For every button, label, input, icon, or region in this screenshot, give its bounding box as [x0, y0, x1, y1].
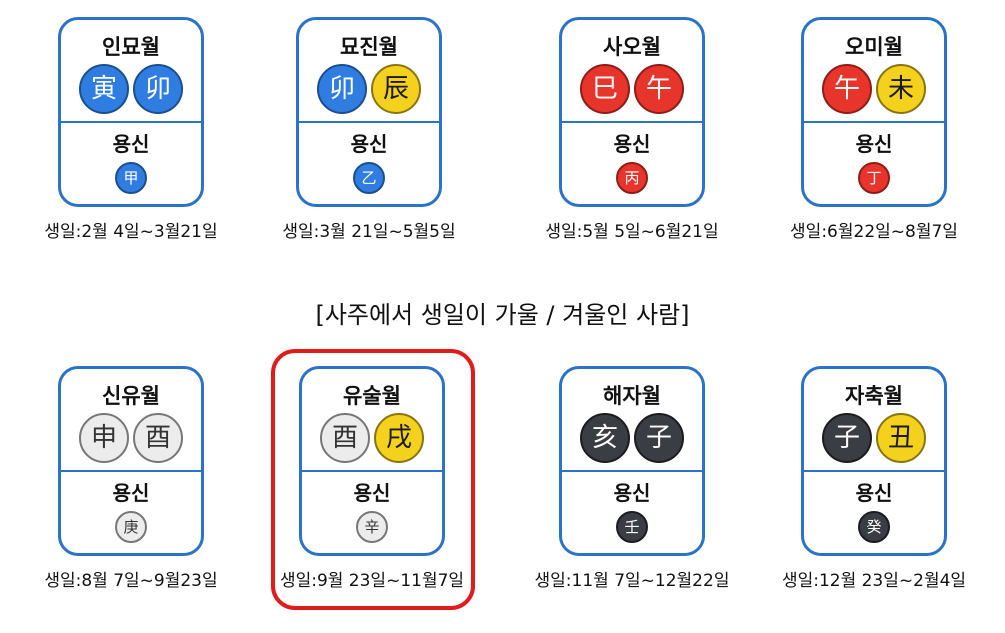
yongsin-char-circle: 乙 — [353, 162, 385, 194]
month-card-jachuk: 자축월 子 丑 용신 癸 — [801, 366, 947, 556]
yongsin-char-circle: 丁 — [858, 162, 890, 194]
branch-char-circle: 未 — [876, 64, 926, 114]
yongsin-label: 용신 — [353, 481, 391, 505]
branch-chars: 卯 辰 — [299, 64, 439, 114]
branch-char-circle: 戌 — [374, 413, 424, 463]
month-card-sao: 사오월 巳 午 용신 丙 — [559, 17, 705, 207]
month-card-myojin: 묘진월 卯 辰 용신 乙 — [296, 17, 442, 207]
highlight-frame — [271, 349, 475, 610]
branch-char-circle: 午 — [634, 64, 684, 114]
branch-char-circle: 巳 — [580, 64, 630, 114]
card-title: 오미월 — [845, 35, 903, 59]
yongsin-label: 용신 — [613, 481, 651, 505]
section-heading: [사주에서 생일이 가울 / 겨울인 사람] — [315, 301, 690, 329]
card-title: 신유월 — [102, 384, 160, 408]
branch-char-circle: 酉 — [133, 413, 183, 463]
card-title: 유술월 — [343, 384, 401, 408]
birth-range-label: 생일:9월 23일~11월7일 — [279, 571, 465, 591]
card-divider — [302, 470, 442, 472]
yongsin-char-circle: 癸 — [858, 511, 890, 543]
yongsin-chars: 辛 — [302, 511, 442, 543]
yongsin-chars: 丙 — [562, 162, 702, 194]
card-divider — [804, 470, 944, 472]
yongsin-chars: 甲 — [61, 162, 201, 194]
branch-char-circle: 寅 — [79, 64, 129, 114]
month-card-haeja: 해자월 亥 子 용신 壬 — [559, 366, 705, 556]
birth-range-label: 생일:6월22일~8월7일 — [790, 222, 958, 242]
card-divider — [61, 470, 201, 472]
branch-char-circle: 酉 — [320, 413, 370, 463]
yongsin-label: 용신 — [613, 132, 651, 156]
branch-char-circle: 子 — [634, 413, 684, 463]
branch-char-circle: 卯 — [133, 64, 183, 114]
branch-chars: 申 酉 — [61, 413, 201, 463]
month-card-omi: 오미월 午 未 용신 丁 — [801, 17, 947, 207]
month-card-sinyu: 신유월 申 酉 용신 庚 — [58, 366, 204, 556]
card-title: 묘진월 — [340, 35, 398, 59]
branch-chars: 午 未 — [804, 64, 944, 114]
yongsin-char-circle: 壬 — [616, 511, 648, 543]
birth-range-label: 생일:8월 7일~9월23일 — [44, 571, 218, 591]
branch-char-circle: 亥 — [580, 413, 630, 463]
birth-range-label: 생일:3월 21일~5월5일 — [282, 222, 456, 242]
birth-range-label: 생일:11월 7일~12월22일 — [534, 571, 730, 591]
branch-chars: 子 丑 — [804, 413, 944, 463]
yongsin-chars: 庚 — [61, 511, 201, 543]
birth-range-label: 생일:12월 23일~2월4일 — [781, 571, 967, 591]
yongsin-char-circle: 庚 — [115, 511, 147, 543]
yongsin-label: 용신 — [112, 481, 150, 505]
birth-range-label: 생일:2월 4일~3월21일 — [44, 222, 218, 242]
branch-char-circle: 子 — [822, 413, 872, 463]
card-divider — [299, 121, 439, 123]
yongsin-chars: 丁 — [804, 162, 944, 194]
yongsin-chars: 乙 — [299, 162, 439, 194]
card-divider — [562, 121, 702, 123]
yongsin-chars: 壬 — [562, 511, 702, 543]
branch-char-circle: 丑 — [876, 413, 926, 463]
card-title: 사오월 — [603, 35, 661, 59]
yongsin-label: 용신 — [855, 132, 893, 156]
month-card-yusul: 유술월 酉 戌 용신 辛 — [299, 366, 445, 556]
branch-char-circle: 卯 — [317, 64, 367, 114]
yongsin-char-circle: 丙 — [616, 162, 648, 194]
card-divider — [61, 121, 201, 123]
branch-chars: 酉 戌 — [302, 413, 442, 463]
branch-char-circle: 午 — [822, 64, 872, 114]
card-divider — [804, 121, 944, 123]
branch-char-circle: 辰 — [371, 64, 421, 114]
yongsin-label: 용신 — [350, 132, 388, 156]
branch-char-circle: 申 — [79, 413, 129, 463]
yongsin-char-circle: 甲 — [115, 162, 147, 194]
card-title: 자축월 — [845, 384, 903, 408]
card-title: 해자월 — [603, 384, 661, 408]
birth-range-label: 생일:5월 5일~6월21일 — [545, 222, 719, 242]
branch-chars: 亥 子 — [562, 413, 702, 463]
yongsin-char-circle: 辛 — [356, 511, 388, 543]
card-title: 인묘월 — [102, 35, 160, 59]
card-divider — [562, 470, 702, 472]
branch-chars: 巳 午 — [562, 64, 702, 114]
branch-chars: 寅 卯 — [61, 64, 201, 114]
month-card-inmyo: 인묘월 寅 卯 용신 甲 — [58, 17, 204, 207]
yongsin-chars: 癸 — [804, 511, 944, 543]
yongsin-label: 용신 — [855, 481, 893, 505]
yongsin-label: 용신 — [112, 132, 150, 156]
